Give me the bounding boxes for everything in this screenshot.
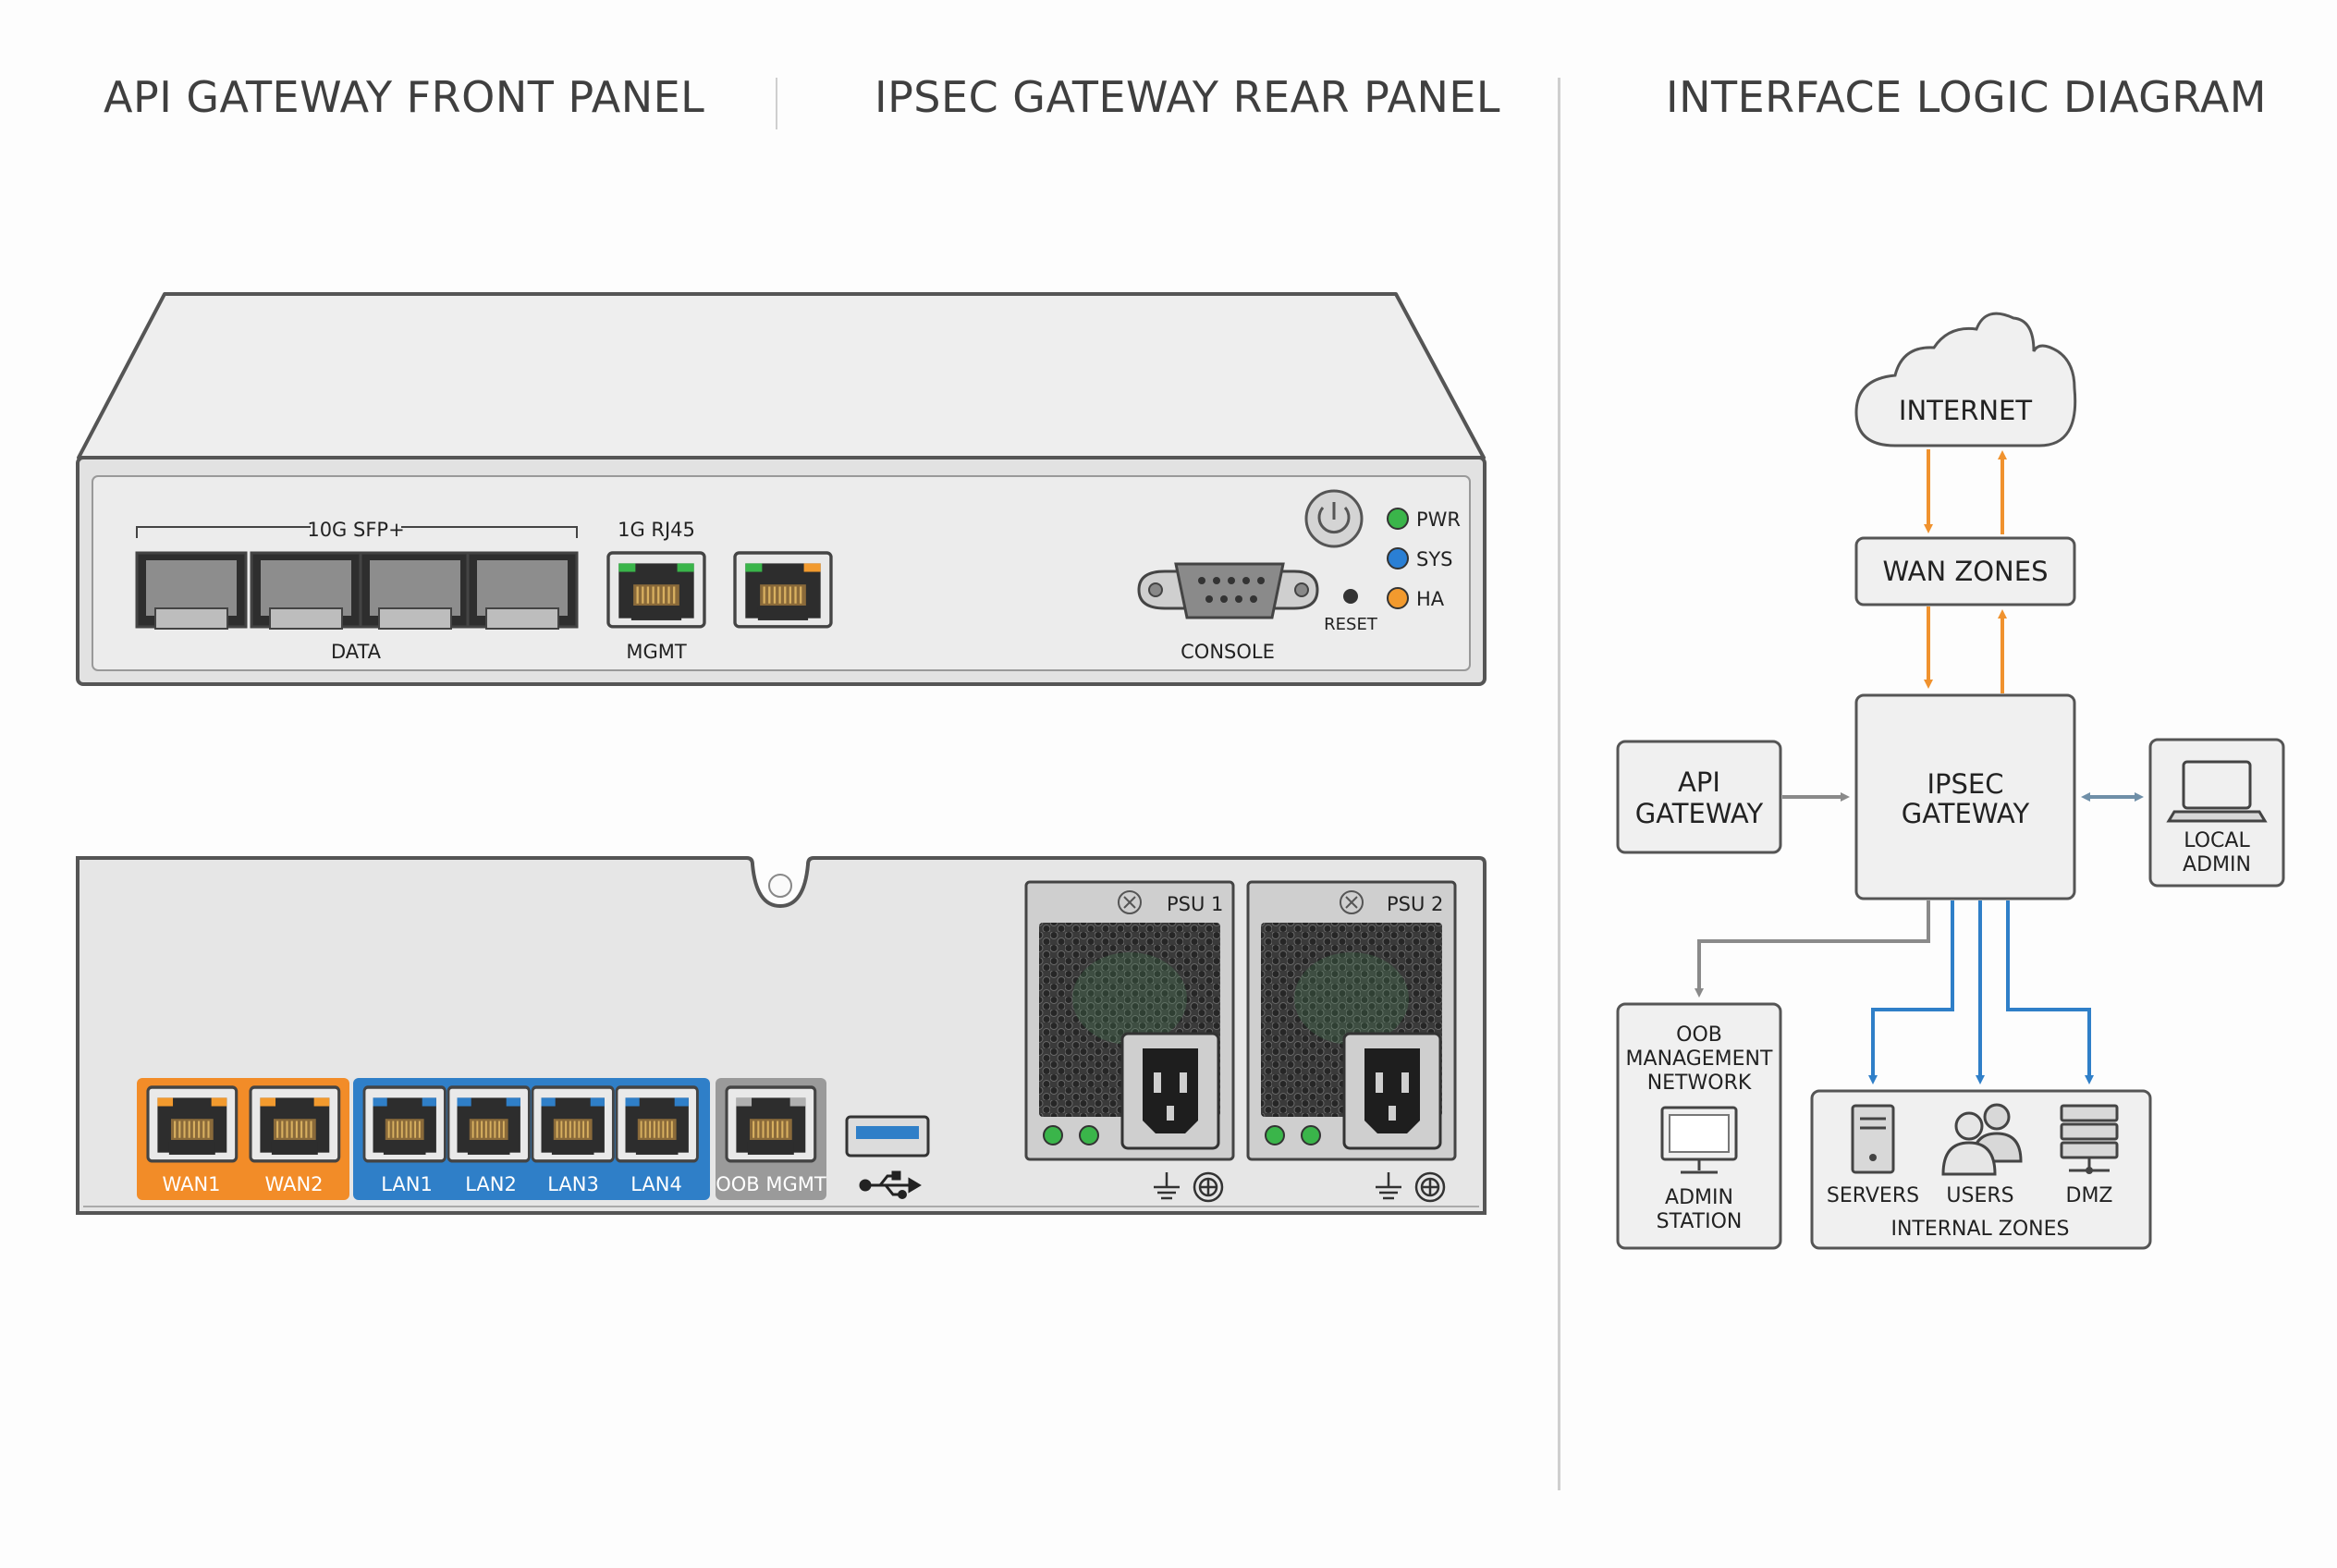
- wan-zones-label: WAN ZONES: [1883, 556, 2049, 587]
- arrow-ipsec-to-oob: [1695, 900, 1930, 998]
- oob-mgmt-label: OOB MGMT: [716, 1173, 826, 1195]
- console-port[interactable]: [1137, 562, 1319, 619]
- wan1-label: WAN1: [162, 1173, 220, 1195]
- rj45-group-label: 1G RJ45: [618, 519, 695, 541]
- sfp-port-group: [135, 551, 579, 630]
- psu-2: [1246, 880, 1457, 1161]
- usb-port[interactable]: [845, 1115, 930, 1158]
- ipsec-gateway-node: [1854, 693, 2076, 900]
- oob-network-label-2: MANAGEMENT: [1626, 1047, 1773, 1071]
- ground-icon: [1154, 1171, 1224, 1203]
- local-admin-label-1: LOCAL: [2184, 829, 2250, 852]
- rj45-port-2[interactable]: [733, 551, 833, 629]
- section-divider: [1558, 78, 1560, 1490]
- lan3-port[interactable]: [531, 1085, 616, 1163]
- dmz-label: DMZ: [2066, 1184, 2113, 1207]
- sfp-group-bracket: [136, 526, 578, 538]
- internal-zones-label: INTERNAL ZONES: [1890, 1218, 2069, 1241]
- pwr-led-label: PWR: [1416, 508, 1461, 531]
- sfp-port[interactable]: [466, 551, 579, 630]
- lan4-port[interactable]: [615, 1085, 700, 1163]
- reset-label: RESET: [1324, 615, 1378, 634]
- psu-1: [1024, 880, 1235, 1161]
- fan-icon: [1340, 890, 1364, 914]
- servers-label: SERVERS: [1827, 1184, 1919, 1207]
- oob-mgmt-port[interactable]: [725, 1085, 817, 1163]
- psu-2-label: PSU 2: [1387, 893, 1443, 915]
- mgmt-rj45-port[interactable]: [606, 551, 706, 629]
- reset-button[interactable]: [1343, 589, 1358, 604]
- status-leds: PWR SYS HA: [1387, 508, 1461, 610]
- monitor-icon: [1660, 1106, 1738, 1174]
- header-divider: [776, 78, 777, 129]
- power-button[interactable]: [1304, 489, 1364, 548]
- sys-led-label: SYS: [1416, 548, 1453, 570]
- lan2-port[interactable]: [447, 1085, 532, 1163]
- arrow-ipsec-to-dmz: [2006, 900, 2094, 1084]
- ground-icon: [1376, 1171, 1446, 1203]
- dmz-icon: [2060, 1104, 2119, 1174]
- data-label: DATA: [331, 641, 382, 663]
- ipsec-gateway-label-2: GATEWAY: [1902, 798, 2030, 829]
- sfp-group-label: 10G SFP+: [307, 519, 404, 541]
- admin-station-label-2: STATION: [1657, 1210, 1743, 1233]
- fan-icon: [1118, 890, 1142, 914]
- wan2-label: WAN2: [264, 1173, 323, 1195]
- oob-network-label-3: NETWORK: [1647, 1072, 1752, 1095]
- arrow-ipsec-to-servers: [1868, 900, 1954, 1084]
- oob-network-label-1: OOB: [1676, 1023, 1722, 1047]
- sys-led: [1387, 547, 1409, 570]
- laptop-icon: [2166, 760, 2268, 823]
- sfp-port[interactable]: [250, 551, 362, 630]
- pwr-led: [1387, 508, 1409, 530]
- users-label: USERS: [1946, 1184, 2013, 1207]
- users-icon: [1941, 1103, 2023, 1176]
- sfp-port[interactable]: [359, 551, 471, 630]
- internet-cloud: [1854, 312, 2077, 447]
- api-gateway-label-1: API: [1678, 766, 1720, 798]
- server-icon: [1851, 1104, 1895, 1174]
- admin-station-label-1: ADMIN: [1665, 1186, 1733, 1209]
- sfp-port[interactable]: [135, 551, 248, 630]
- api-gateway-label-2: GATEWAY: [1635, 798, 1764, 829]
- lan4-label: LAN4: [630, 1173, 682, 1195]
- lan1-port[interactable]: [362, 1085, 447, 1163]
- wan-zones-node: [1854, 536, 2076, 606]
- ha-led: [1387, 587, 1409, 609]
- logic-diagram-header: INTERFACE LOGIC DIAGRAM: [1666, 72, 2267, 122]
- wan1-port[interactable]: [146, 1085, 239, 1163]
- wan2-port[interactable]: [249, 1085, 341, 1163]
- api-gateway-node: [1616, 740, 1782, 854]
- lan2-label: LAN2: [465, 1173, 517, 1195]
- local-admin-label-2: ADMIN: [2183, 853, 2251, 876]
- internet-label: INTERNET: [1899, 395, 2032, 426]
- front-panel-header: API GATEWAY FRONT PANEL: [104, 72, 705, 122]
- psu-1-label: PSU 1: [1167, 893, 1223, 915]
- lan1-label: LAN1: [381, 1173, 433, 1195]
- ha-led-label: HA: [1416, 588, 1445, 610]
- console-label: CONSOLE: [1181, 641, 1275, 663]
- lan3-label: LAN3: [547, 1173, 599, 1195]
- mgmt-label: MGMT: [626, 641, 687, 663]
- rear-panel-header: IPSEC GATEWAY REAR PANEL: [875, 72, 1501, 122]
- ipsec-gateway-label-1: IPSEC: [1927, 768, 2003, 800]
- usb-icon: [859, 1170, 922, 1199]
